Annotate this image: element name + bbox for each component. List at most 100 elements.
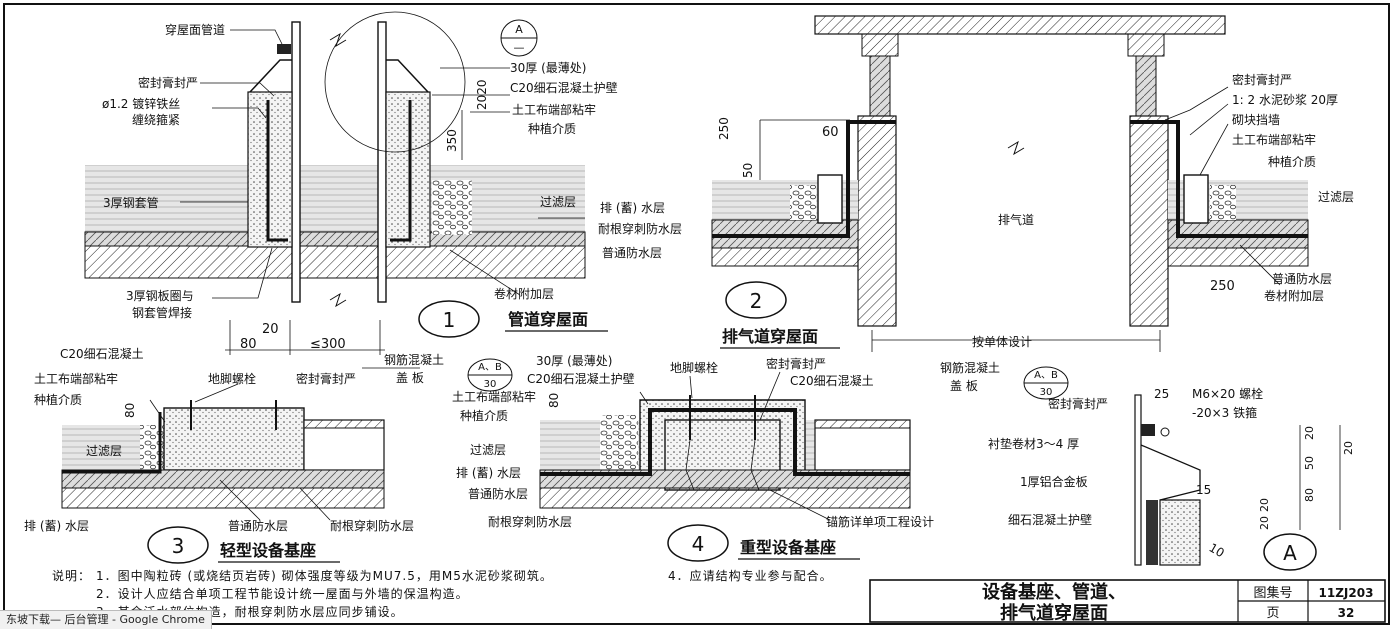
- notes-lead: 说明：: [52, 569, 92, 583]
- d1-leader-ring: [212, 247, 273, 299]
- d1-title: 管道穿屋面: [508, 310, 588, 329]
- d2-dim-60: 60: [822, 125, 839, 140]
- d1-label-soil: 种植介质: [528, 121, 576, 136]
- d4-slab: [539, 487, 911, 509]
- d1-roof-slab: [84, 245, 586, 279]
- d4-label-filter: 过滤层: [470, 443, 506, 457]
- d4-leader-sealant: [759, 371, 781, 421]
- d3-membrane: [62, 412, 162, 474]
- d1-pipe-left-wall: [291, 21, 301, 303]
- d4-label-bolt: 地脚螺栓: [670, 360, 718, 375]
- d1-label-pipe: 穿屋面管道: [165, 22, 225, 37]
- d1-label-sealant: 密封膏封严: [138, 75, 198, 90]
- d4-dim-80: 80: [547, 393, 561, 408]
- d2-post-right: [1135, 55, 1157, 117]
- d1-label-wire: ø1.2 镀锌铁丝: [102, 97, 180, 111]
- d2-cap-slab: [814, 15, 1226, 35]
- d4-label-waterproof: 普通防水层: [468, 486, 528, 501]
- d4-title: 重型设备基座: [740, 538, 836, 557]
- da-dim-80: 80: [1303, 488, 1316, 502]
- d2-slab-left: [711, 247, 859, 267]
- da-membrane: [1146, 500, 1158, 565]
- da-label-alu: 1厚铝合金板: [1020, 474, 1088, 489]
- d1-guard-right: [385, 91, 431, 248]
- d4-label-anchor: 锚筋详单项工程设计: [826, 514, 934, 529]
- d3-label-waterproof: 普通防水层: [228, 518, 288, 533]
- d1-leader-wire: [212, 107, 267, 119]
- d1-callout-sheet: —: [514, 41, 525, 54]
- d1-label-rootproof: 耐根穿刺防水层: [598, 221, 682, 236]
- d1-leader-extra: [449, 249, 521, 296]
- d1-dim-80: 80: [240, 337, 257, 352]
- d3-label-rc: 钢筋混凝土: [384, 352, 444, 367]
- da-dim-20d: 20: [1258, 516, 1271, 530]
- d2-membrane-right: [1130, 120, 1308, 238]
- note-1: 1．图中陶粒砖 (或烧结页岩砖) 砌体强度等级为MU7.5，用M5水泥砂浆砌筑。: [96, 569, 553, 583]
- d2-title: 排气道穿屋面: [722, 327, 818, 346]
- d4-label-sealant: 密封膏封严: [766, 356, 826, 371]
- d2-label-geotextile: 土工布端部粘牢: [1232, 132, 1316, 147]
- da-dim-50: 50: [1303, 456, 1316, 470]
- d3-label-c20: C20细石混凝土: [60, 346, 144, 361]
- da-dim-20b: 20: [1342, 441, 1355, 455]
- detail-3-light-equipment-base: C20细石混凝土 土工布端部粘牢 种植介质 过滤层 排 (蓄) 水层 地脚螺栓 …: [24, 346, 513, 564]
- d2-label-filter: 过滤层: [1318, 190, 1354, 204]
- d3-label-rootproof: 耐根穿刺防水层: [330, 518, 414, 533]
- d2-dim-50: 50: [741, 163, 755, 178]
- d4-leader-anchor: [769, 489, 831, 521]
- d1-drain-layer: [84, 231, 586, 247]
- d4-label-thick30: 30厚 (最薄处): [536, 353, 612, 368]
- tb-atlas-no: 11ZJ203: [1319, 586, 1374, 600]
- d1-callout-letter: A: [515, 23, 523, 36]
- d1-label-waterproof: 普通防水层: [602, 245, 662, 260]
- d1-number-circle: [418, 300, 480, 338]
- d2-leader-mortar: [1189, 103, 1229, 136]
- title-block: 设备基座、管道、 排气道穿屋面 图集号 11ZJ203 页 32: [869, 579, 1386, 624]
- detail-a-enlarged: 密封膏封严 M6×20 螺栓 -20×3 铁箍 衬垫卷材3～4 厚 1厚铝合金板…: [988, 386, 1355, 571]
- d2-label-waterproof: 普通防水层: [1272, 271, 1332, 286]
- tb-title-line1: 设备基座、管道、: [982, 581, 1126, 603]
- d1-collar-right: [386, 59, 429, 93]
- d3-concrete-base: [163, 407, 305, 471]
- d1-collar-left: [249, 59, 292, 93]
- da-label-concrete: 细石混凝土护壁: [1008, 512, 1092, 527]
- da-label-liner: 衬垫卷材3～4 厚: [988, 436, 1079, 451]
- da-dim-20c: 20: [1258, 498, 1271, 512]
- d1-label-wire2: 缠绕箍紧: [132, 112, 180, 127]
- d3-label-soil: 种植介质: [34, 392, 82, 407]
- d4-label-soil: 种植介质: [460, 408, 508, 423]
- d2-block-right: [1183, 174, 1209, 224]
- d2-post-left: [869, 55, 891, 117]
- d2-label-sealant: 密封膏封严: [1232, 72, 1292, 87]
- da-pipe-wall: [1134, 394, 1142, 566]
- da-label-sealant: 密封膏封严: [1048, 396, 1108, 411]
- da-concrete-guard: [1159, 499, 1201, 566]
- d4-leader-c20wall: [639, 391, 649, 405]
- d4-label-c20: C20细石混凝土: [790, 373, 874, 388]
- d1-label-ring2: 钢套管焊接: [132, 305, 192, 320]
- d3-callout-top: A、B: [478, 362, 502, 373]
- d1-dim-300: ≤300: [310, 337, 346, 352]
- d4-anchor-right: [750, 439, 760, 491]
- d4-label-rc: 钢筋混凝土: [940, 360, 1000, 375]
- d2-dim-250b: 250: [1210, 279, 1235, 294]
- d2-label-extra: 卷材附加层: [1264, 288, 1324, 303]
- da-sealant: [1141, 424, 1155, 436]
- d4-label-geotextile: 土工布端部粘牢: [452, 389, 536, 404]
- d2-block-left: [817, 174, 843, 224]
- d4-label-drain: 排 (蓄) 水层: [456, 466, 521, 480]
- d4-membrane: [540, 408, 910, 476]
- d4-label-c20wall: C20细石混凝土护壁: [527, 371, 635, 386]
- da-label-strap: -20×3 铁箍: [1192, 405, 1257, 420]
- d2-leader-sealant: [1164, 86, 1229, 121]
- d2-duct-wall-right: [1129, 115, 1169, 327]
- d2-leader-block: [1199, 123, 1229, 176]
- d3-label-bolt: 地脚螺栓: [208, 371, 256, 386]
- d2-membrane-left: [712, 120, 896, 238]
- browser-status-bar: 东坡下载— 后台管理 - Google Chrome: [0, 610, 212, 629]
- d2-gravel-right: [1210, 185, 1236, 220]
- d1-label-sleeve: 3厚钢套管: [103, 195, 159, 210]
- da-letter-circle: [1263, 533, 1317, 571]
- d3-title: 轻型设备基座: [220, 541, 316, 560]
- d4-callout-bottom: 30: [1040, 387, 1053, 398]
